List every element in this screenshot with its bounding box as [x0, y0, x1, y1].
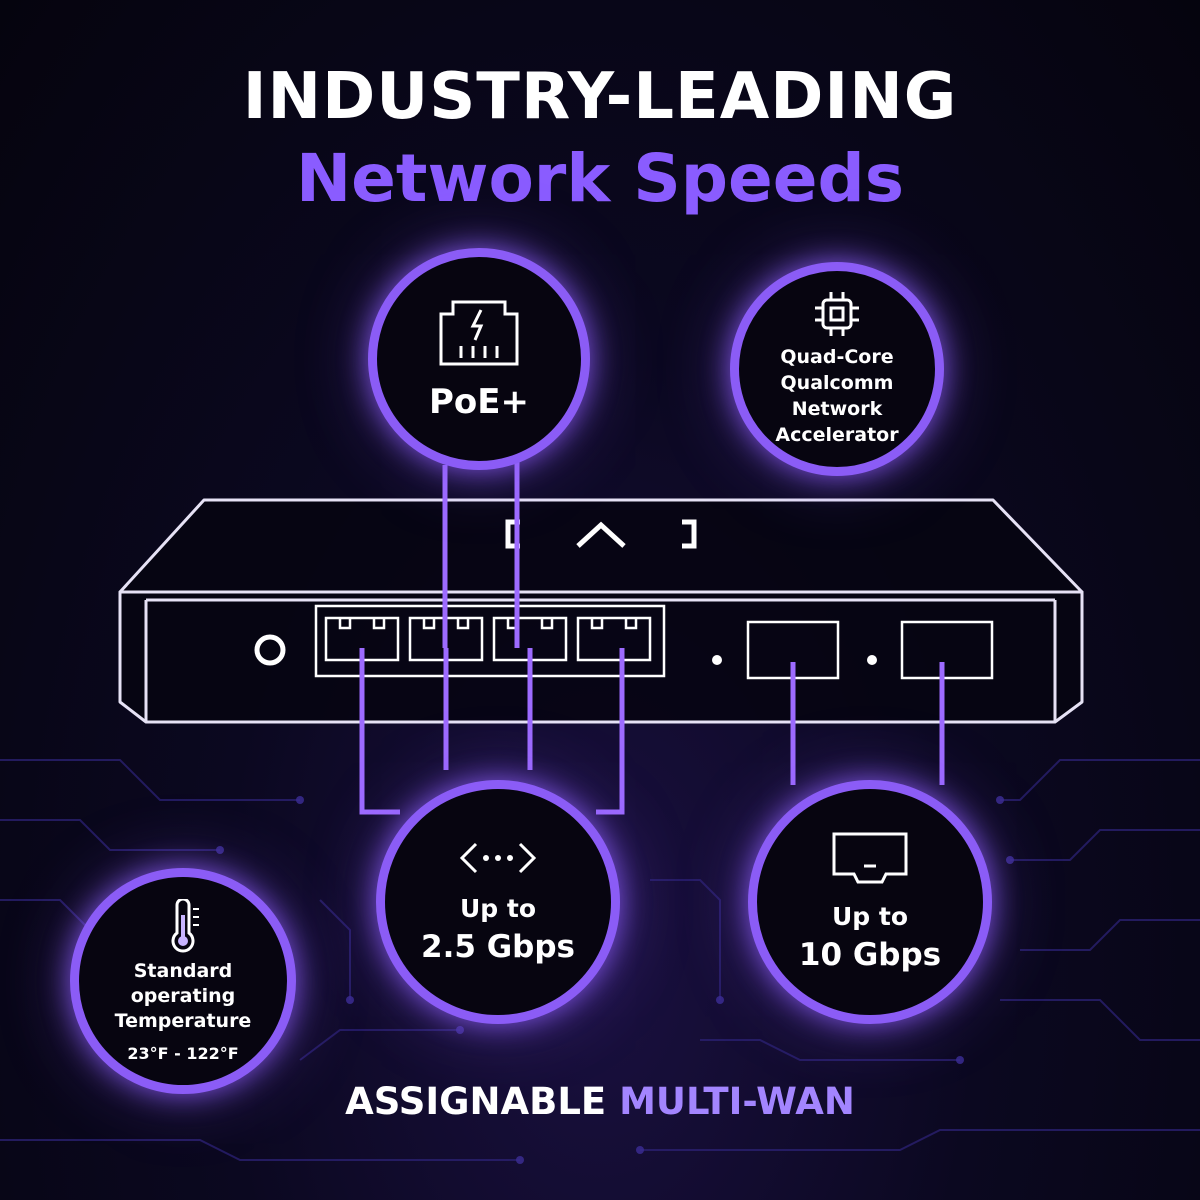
speed-2-5-line2: 2.5 Gbps	[421, 929, 575, 965]
speed-2-5-badge: Up to 2.5 Gbps	[376, 780, 620, 1024]
ethernet-power-icon	[439, 300, 519, 366]
port-group-frame	[314, 604, 666, 678]
network-arrows-icon	[459, 842, 537, 874]
speed-10-line2: 10 Gbps	[798, 937, 942, 973]
cpu-badge: Quad-Core Qualcomm Network Accelerator	[730, 262, 944, 476]
footer-part1: ASSIGNABLE	[345, 1080, 607, 1123]
sfp-port-2	[900, 620, 994, 680]
poe-badge: PoE+	[368, 248, 590, 470]
temperature-badge: Standard operating Temperature 23°F - 12…	[70, 868, 296, 1094]
headline-line1: INDUSTRY-LEADING	[242, 60, 958, 134]
speed-2-5-line1: Up to	[459, 894, 537, 923]
cpu-label: Quad-Core Qualcomm Network Accelerator	[775, 346, 899, 446]
brand-logo	[505, 519, 697, 549]
power-button	[254, 634, 286, 666]
speed-10-badge: Up to 10 Gbps	[748, 780, 992, 1024]
thermometer-icon	[171, 899, 199, 953]
ethernet-port-4	[576, 616, 652, 662]
footer-part2: MULTI-WAN	[619, 1080, 855, 1123]
footer-tagline: ASSIGNABLE MULTI-WAN	[0, 1080, 1200, 1123]
headline-line2: Network Speeds	[295, 140, 905, 217]
poe-label: PoE+	[429, 382, 529, 422]
chip-icon	[815, 292, 859, 336]
temperature-range: 23°F - 122°F	[127, 1044, 239, 1063]
sfp-port-icon	[832, 832, 908, 884]
temperature-label: Standard operating Temperature	[114, 960, 252, 1032]
speed-10-line1: Up to	[831, 902, 909, 931]
ethernet-port-2	[408, 616, 484, 662]
ethernet-port-1	[324, 616, 400, 662]
